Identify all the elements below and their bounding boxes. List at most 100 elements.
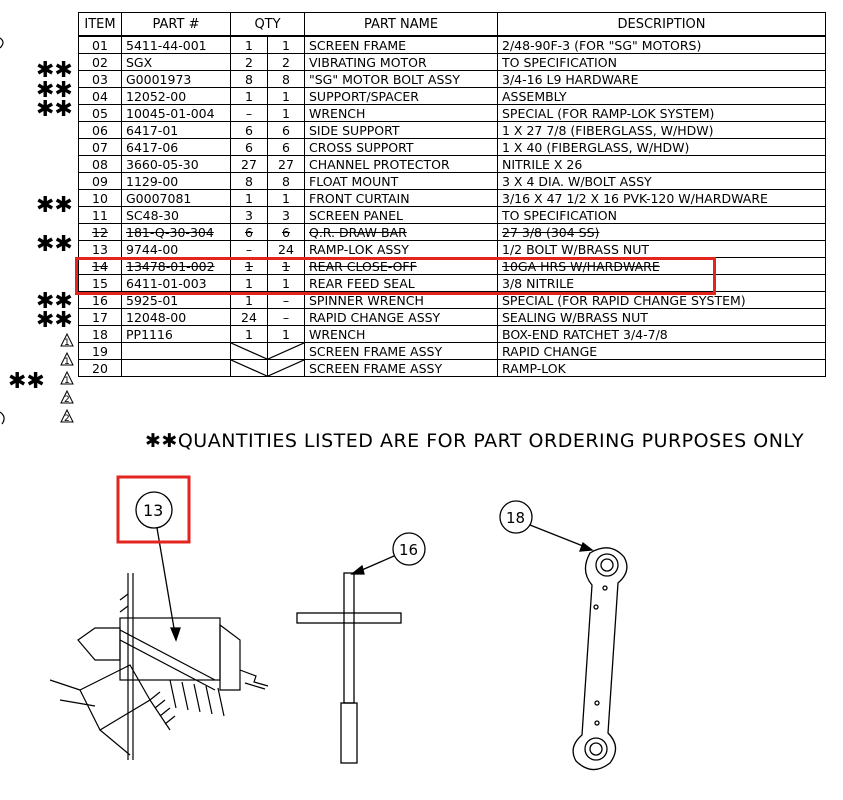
part-number-cell bbox=[121, 359, 231, 377]
qty-a-cell bbox=[230, 359, 268, 377]
svg-text:2: 2 bbox=[64, 395, 70, 405]
description-cell: SPECIAL (FOR RAPID CHANGE SYSTEM) bbox=[497, 291, 826, 309]
description-cell: 1/2 BOLT W/BRASS NUT bbox=[497, 240, 826, 258]
part-name-cell: REAR CLOSE-OFF bbox=[304, 257, 498, 275]
description-cell: NITRILE X 26 bbox=[497, 155, 826, 173]
qty-b-cell bbox=[267, 342, 305, 360]
part-number-cell: 13478-01-002 bbox=[121, 257, 231, 275]
qty-a-cell: 1 bbox=[230, 189, 268, 207]
qty-a-cell: – bbox=[230, 104, 268, 122]
item-cell: 19 bbox=[78, 342, 122, 360]
part-number-cell: SGX bbox=[121, 53, 231, 71]
part-name-cell: RAMP-LOK ASSY bbox=[304, 240, 498, 258]
double-star-mark: ✱✱ bbox=[36, 58, 73, 83]
qty-b-cell: 6 bbox=[267, 138, 305, 156]
part-name-cell: FLOAT MOUNT bbox=[304, 172, 498, 190]
double-star-mark: ✱✱ bbox=[36, 78, 73, 103]
qty-a-cell: 1 bbox=[230, 35, 268, 54]
item-cell: 17 bbox=[78, 308, 122, 326]
part-name-cell: SCREEN PANEL bbox=[304, 206, 498, 224]
part-name-cell: RAPID CHANGE ASSY bbox=[304, 308, 498, 326]
description-cell: 3/8 NITRILE bbox=[497, 274, 826, 292]
item-cell: 11 bbox=[78, 206, 122, 224]
description-cell: RAPID CHANGE bbox=[497, 342, 826, 360]
qty-b-cell: 8 bbox=[267, 172, 305, 190]
qty-a-cell: 1 bbox=[230, 274, 268, 292]
qty-b-cell: 24 bbox=[267, 240, 305, 258]
qty-b-cell: – bbox=[267, 308, 305, 326]
qty-a-cell: 27 bbox=[230, 155, 268, 173]
description-cell: BOX-END RATCHET 3/4-7/8 bbox=[497, 325, 826, 343]
double-star-mark: ✱✱ bbox=[36, 289, 73, 314]
qty-b-cell: 1 bbox=[267, 274, 305, 292]
qty-b-cell: 6 bbox=[267, 121, 305, 139]
svg-text:1: 1 bbox=[64, 376, 70, 386]
description-cell: SPECIAL (FOR RAMP-LOK SYSTEM) bbox=[497, 104, 826, 122]
ramp-lok-assembly-drawing bbox=[49, 573, 269, 760]
qty-b-cell: 1 bbox=[267, 189, 305, 207]
description-cell: 3 X 4 DIA. W/BOLT ASSY bbox=[497, 172, 826, 190]
item-cell: 13 bbox=[78, 240, 122, 258]
qty-a-cell: 6 bbox=[230, 223, 268, 241]
part-number-cell: 181-Q-30-304 bbox=[121, 223, 231, 241]
qty-a-cell: 1 bbox=[230, 257, 268, 275]
part-number-cell: 9744-00 bbox=[121, 240, 231, 258]
item-cell: 03 bbox=[78, 70, 122, 88]
callout-18: 18 bbox=[499, 500, 594, 552]
qty-b-cell: 6 bbox=[267, 223, 305, 241]
part-name-cell: SPINNER WRENCH bbox=[304, 291, 498, 309]
header-part-number: PART # bbox=[121, 12, 231, 37]
item-cell: 09 bbox=[78, 172, 122, 190]
svg-text:1: 1 bbox=[64, 338, 70, 348]
qty-a-cell: 8 bbox=[230, 172, 268, 190]
description-cell: RAMP-LOK bbox=[497, 359, 826, 377]
part-name-cell: WRENCH bbox=[304, 104, 498, 122]
item-cell: 14 bbox=[78, 257, 122, 275]
svg-text:2: 2 bbox=[64, 414, 70, 424]
part-name-cell: SUPPORT/SPACER bbox=[304, 87, 498, 105]
callout-13-highlight bbox=[116, 475, 191, 544]
qty-a-cell: 1 bbox=[230, 325, 268, 343]
part-number-cell: 12048-00 bbox=[121, 308, 231, 326]
qty-a-cell: 24 bbox=[230, 308, 268, 326]
parts-list-table: ITEM PART # QTY PART NAME DESCRIPTION 01… bbox=[78, 12, 826, 377]
item-cell: 07 bbox=[78, 138, 122, 156]
spinner-wrench-drawing bbox=[296, 572, 402, 764]
double-star-mark: ✱✱ bbox=[36, 232, 73, 257]
qty-b-cell: 27 bbox=[267, 155, 305, 173]
callout-16: 16 bbox=[350, 532, 426, 575]
description-cell: SEALING W/BRASS NUT bbox=[497, 308, 826, 326]
qty-a-cell: 8 bbox=[230, 70, 268, 88]
part-name-cell: CROSS SUPPORT bbox=[304, 138, 498, 156]
part-name-cell: Q.R. DRAW BAR bbox=[304, 223, 498, 241]
part-number-cell bbox=[121, 342, 231, 360]
double-star-mark: ✱✱ bbox=[36, 97, 73, 122]
item-cell: 15 bbox=[78, 274, 122, 292]
svg-text:16: 16 bbox=[399, 541, 418, 559]
double-star-mark: ✱✱ bbox=[36, 193, 73, 218]
box-end-wrench-drawing bbox=[572, 547, 628, 771]
item-cell: 18 bbox=[78, 325, 122, 343]
qty-b-cell: 1 bbox=[267, 325, 305, 343]
qty-a-cell: 3 bbox=[230, 206, 268, 224]
part-name-cell: FRONT CURTAIN bbox=[304, 189, 498, 207]
description-cell: 3/16 X 47 1/2 X 16 PVK-120 W/HARDWARE bbox=[497, 189, 826, 207]
description-cell: 10GA HRS W/HARDWARE bbox=[497, 257, 826, 275]
header-part-name: PART NAME bbox=[304, 12, 498, 37]
part-number-cell: G0007081 bbox=[121, 189, 231, 207]
part-name-cell: VIBRATING MOTOR bbox=[304, 53, 498, 71]
part-number-cell: 5925-01 bbox=[121, 291, 231, 309]
qty-b-cell bbox=[267, 359, 305, 377]
double-star-mark: ✱✱ bbox=[8, 369, 45, 394]
qty-a-cell: 1 bbox=[230, 291, 268, 309]
description-cell: 1 X 27 7/8 (FIBERGLASS, W/HDW) bbox=[497, 121, 826, 139]
item-cell: 06 bbox=[78, 121, 122, 139]
